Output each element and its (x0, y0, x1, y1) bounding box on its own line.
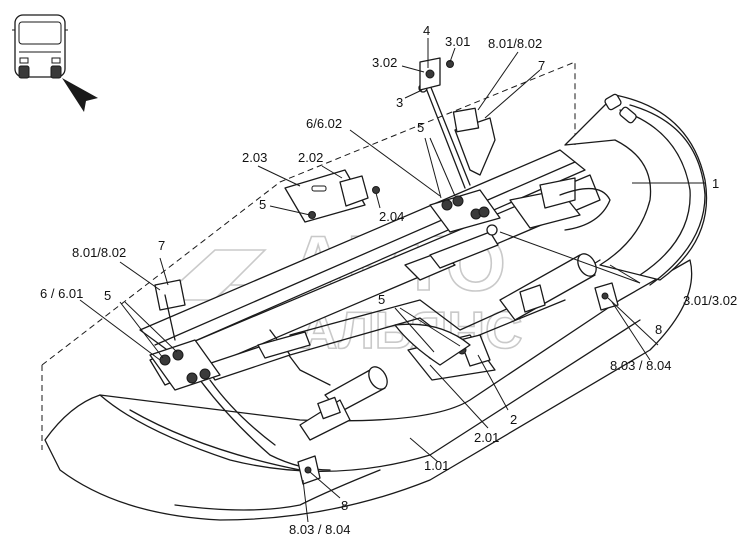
label-5-mid: 5 (259, 197, 266, 212)
label-3: 3 (396, 95, 403, 110)
bracket-2-02 (284, 169, 380, 223)
label-6-6-01: 6 / 6.01 (40, 286, 83, 301)
label-2-01: 2.01 (474, 430, 499, 445)
bumper-right-end (564, 93, 708, 286)
center-bracket (509, 177, 611, 231)
part-labels: 1 1.01 2 2.01 2.02 2.03 2.04 3 3.01 3.01… (40, 23, 737, 537)
label-7-top: 7 (538, 58, 545, 73)
view-direction-arrow-icon (62, 78, 98, 112)
roller-cylinder-lower (299, 366, 388, 441)
hook-8-bottom (297, 455, 321, 485)
mount-plate-left (149, 279, 221, 391)
label-8-03-8-04-bottom: 8.03 / 8.04 (289, 522, 350, 537)
label-2: 2 (510, 412, 517, 427)
leader-lines (79, 38, 706, 523)
gas-strut-upper (418, 83, 496, 189)
roller-cylinder-right (499, 253, 597, 321)
label-3-01: 3.01 (445, 34, 470, 49)
label-4: 4 (423, 23, 430, 38)
label-3-02: 3.02 (372, 55, 397, 70)
label-8-bottom: 8 (341, 498, 348, 513)
label-2-02: 2.02 (298, 150, 323, 165)
label-8-right: 8 (655, 322, 662, 337)
label-7-left: 7 (158, 238, 165, 253)
label-2-04: 2.04 (379, 209, 404, 224)
bus-front-icon (12, 14, 68, 79)
label-3-01-3-02: 3.01/3.02 (683, 293, 737, 308)
label-8-01-8-02-left: 8.01/8.02 (72, 245, 126, 260)
label-5-center: 5 (378, 292, 385, 307)
mount-plate-upper (429, 189, 501, 236)
label-8-01-8-02-top: 8.01/8.02 (488, 36, 542, 51)
bumper-body (44, 259, 693, 521)
label-1: 1 (712, 176, 719, 191)
bus-front-dashed-outline (41, 61, 576, 450)
label-5-top: 5 (417, 120, 424, 135)
label-6-6-02: 6/6.02 (306, 116, 342, 131)
bracket-4 (419, 57, 454, 91)
label-8-03-8-04-right: 8.03 / 8.04 (610, 358, 671, 373)
label-2-03: 2.03 (242, 150, 267, 165)
label-1-01: 1.01 (424, 458, 449, 473)
gas-strut-middle (404, 231, 499, 281)
label-5-left: 5 (104, 288, 111, 303)
hinge-bracket-2 (394, 323, 496, 381)
